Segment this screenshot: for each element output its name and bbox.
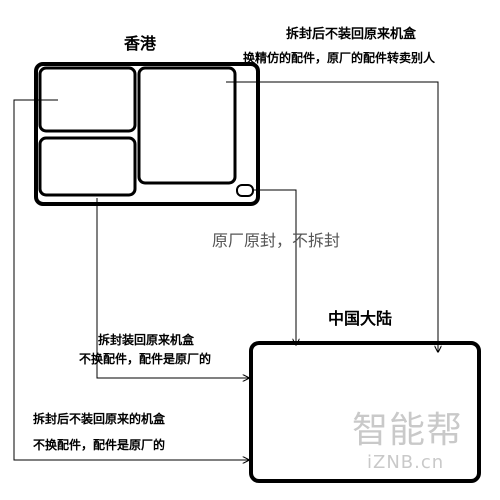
label-middle: 原厂原封，不拆封: [212, 231, 341, 250]
arrow-sealed-path: [254, 189, 296, 345]
device-button-icon: [236, 184, 254, 197]
label-center-line1: 拆封装回原来机盒: [98, 333, 195, 347]
watermark-logo: 智能帮: [352, 410, 464, 451]
arrow-repacked-path: [96, 198, 249, 378]
hongkong-device-frame: [34, 62, 260, 206]
label-bottom-line1: 拆封后不装回原来的机盒: [33, 412, 166, 426]
hongkong-device: [34, 62, 260, 206]
watermark-url: iZNB.cn: [367, 452, 445, 473]
label-top-right-line1: 拆封后不装回原来机盒: [286, 27, 417, 42]
label-hongkong: 香港: [124, 34, 157, 53]
device-panel-right: [137, 66, 237, 185]
arrow-unpacked-path: [13, 99, 249, 460]
device-panel-bottom-left: [38, 136, 137, 197]
label-mainland: 中国大陆: [328, 309, 393, 328]
mainland-device-frame: [249, 341, 481, 483]
label-bottom-line2: 不换配件，配件是原厂的: [33, 438, 166, 452]
arrow-top-right-path: [226, 81, 438, 352]
label-top-right-line2: 换精仿的配件，原厂的配件转卖别人: [243, 51, 436, 65]
label-center-line2: 不换配件，配件是原厂的: [79, 352, 212, 366]
